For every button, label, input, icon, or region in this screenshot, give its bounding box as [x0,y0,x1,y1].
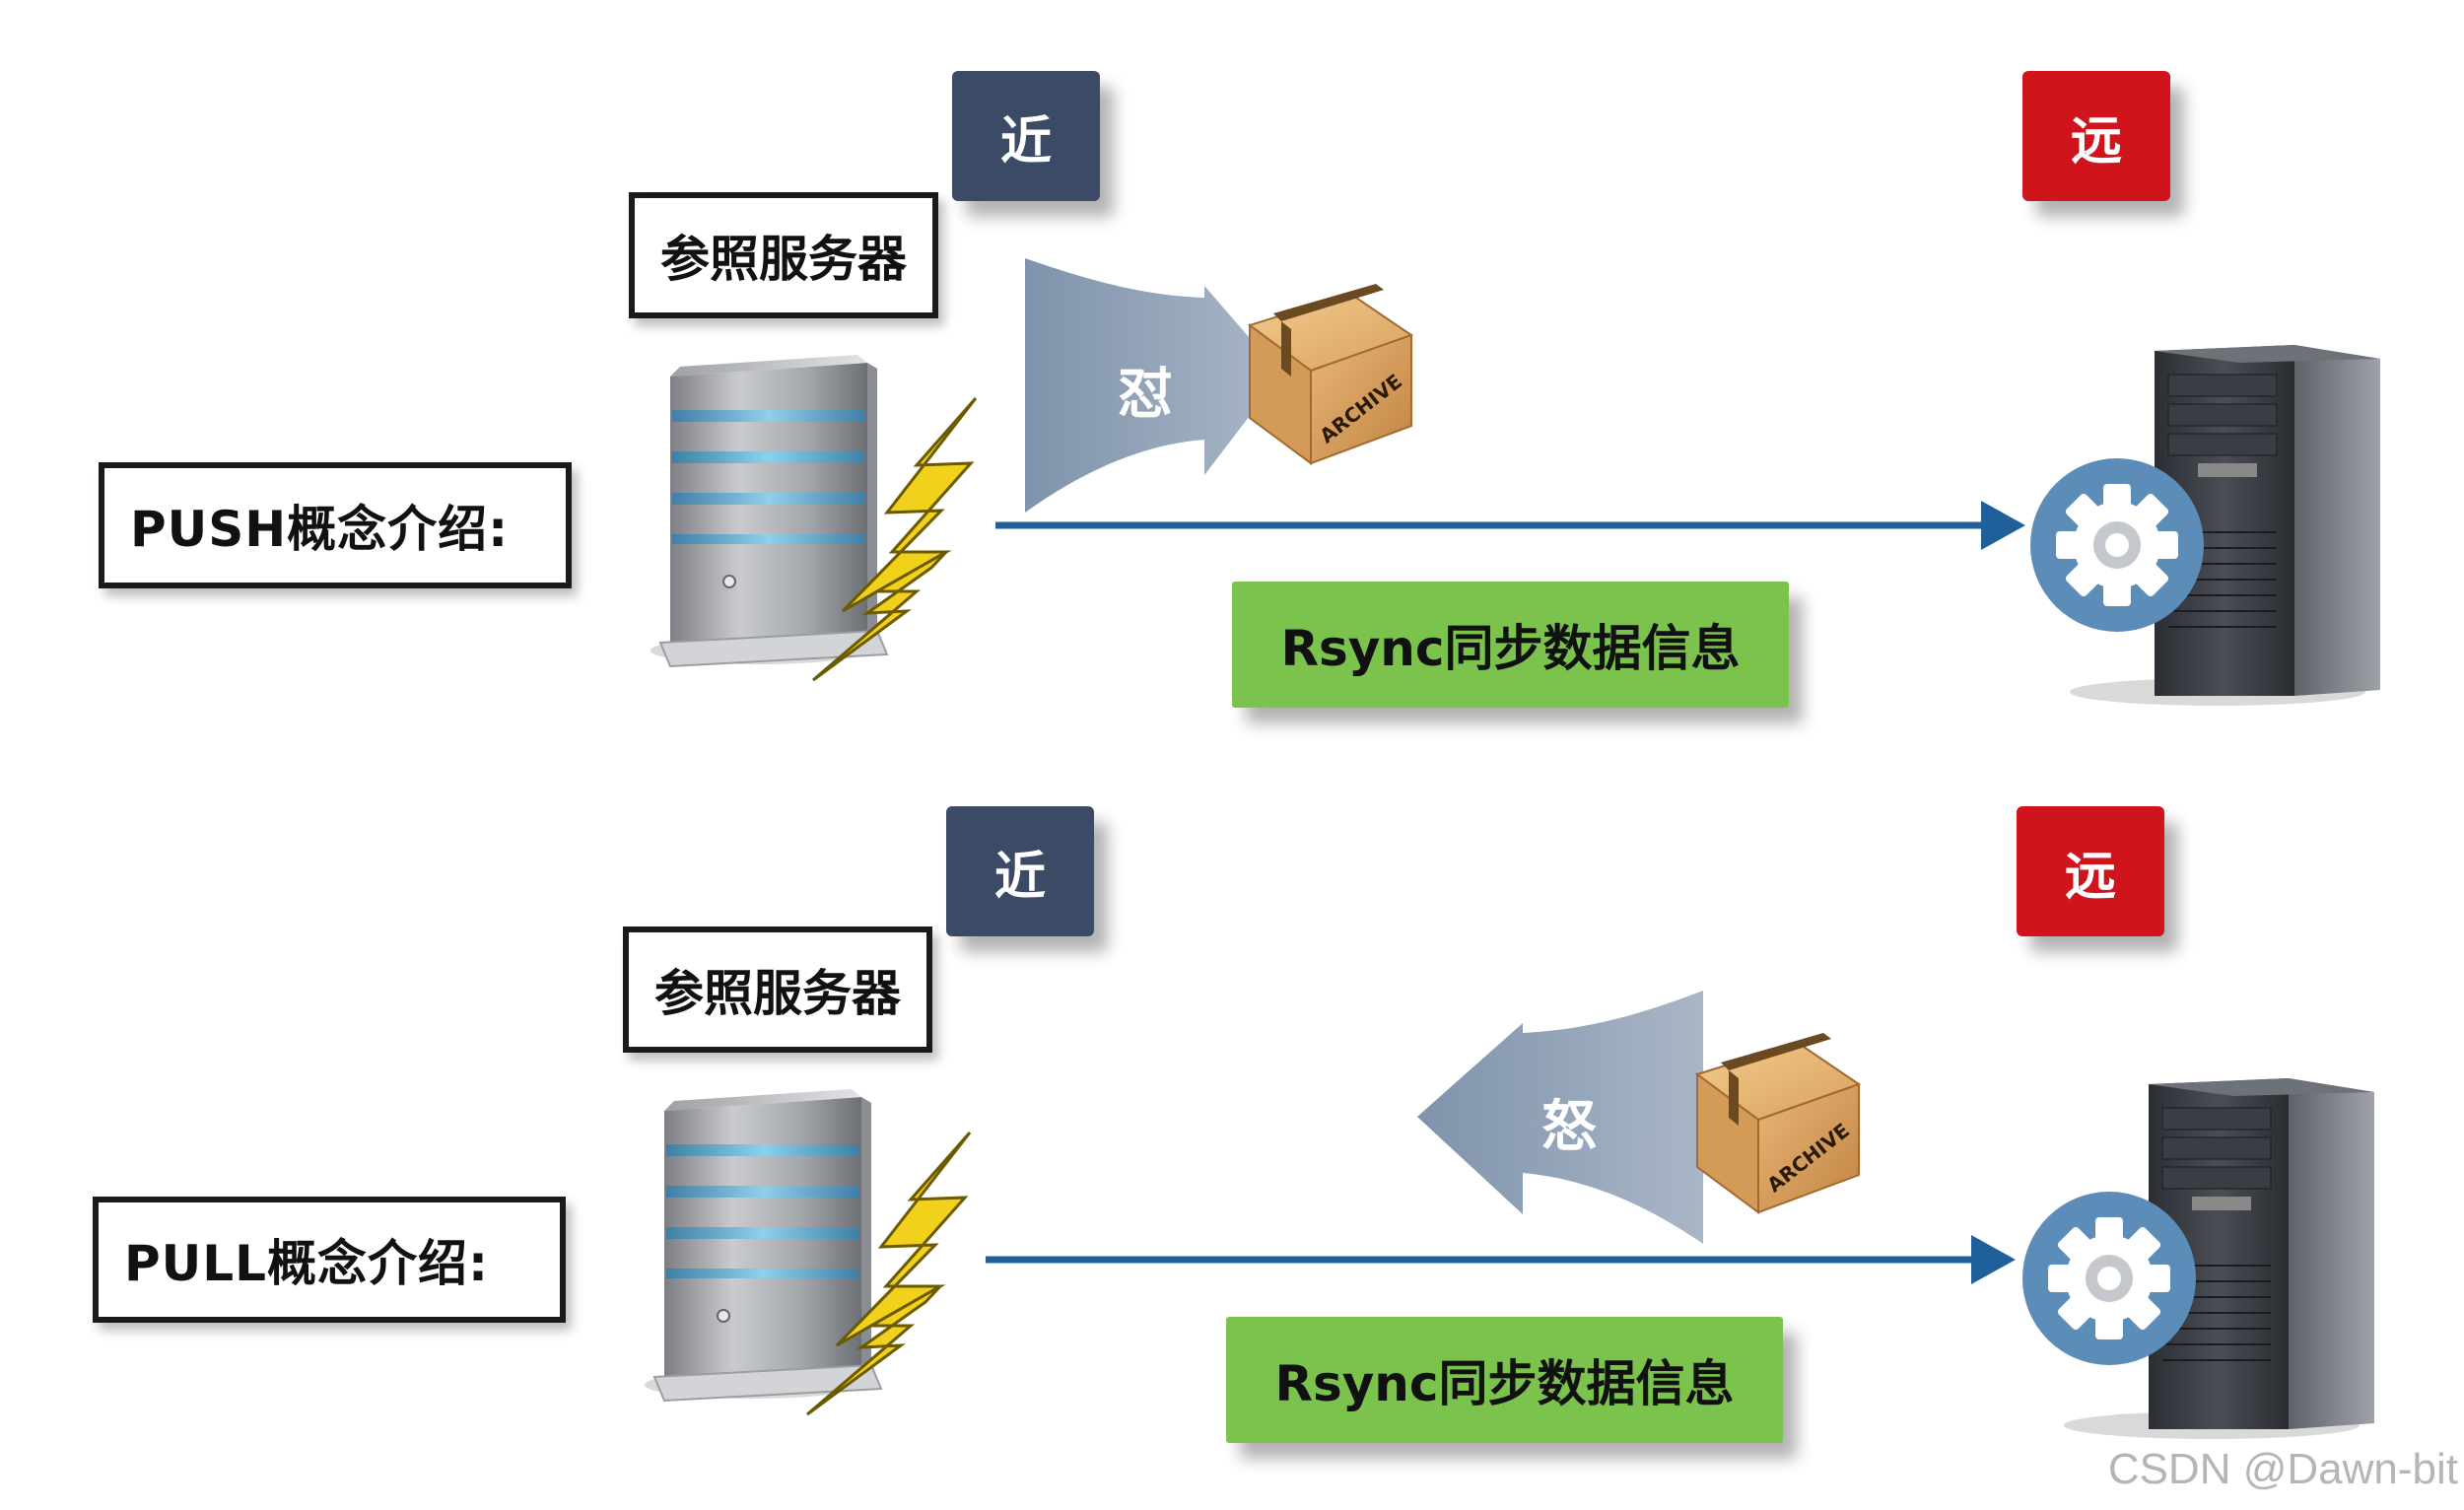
pull-near-tag: 近 [946,806,1094,936]
archive-box-icon: ARCHIVE [1247,284,1414,465]
archive-box-icon: ARCHIVE [1694,1033,1862,1214]
reference-server-pull [645,1089,883,1403]
push-near-tag: 近 [952,71,1100,201]
gear-icon [2030,458,2204,632]
gear-icon [2022,1192,2196,1365]
pull-flow-arrow [1417,991,1703,1244]
push-reference-server-label: 参照服务器 [629,192,938,318]
pull-rsync-banner: Rsync同步数据信息 [1226,1317,1783,1443]
lightning-icon [806,1132,972,1416]
pull-reference-server-label: 参照服务器 [623,927,932,1053]
arrow-head-push [1981,501,2025,550]
arrow-head-pull [1971,1235,2016,1284]
pull-concept-label: PULL概念介绍: [93,1197,566,1323]
pull-flow-label: 怒 [1541,1095,1597,1159]
push-concept-label: PUSH概念介绍: [99,462,572,588]
push-far-tag: 远 [2022,71,2170,201]
reference-server-push [650,355,889,668]
pull-far-tag: 远 [2017,806,2164,936]
remote-server-pull [2064,1078,2374,1439]
push-flow-arrow [1025,258,1281,513]
remote-server-push [2070,345,2380,706]
watermark: CSDN @Dawn-bit [2107,1445,2458,1493]
push-rsync-banner: Rsync同步数据信息 [1232,582,1789,708]
lightning-icon [812,397,978,682]
push-flow-label: 怼 [1118,363,1173,427]
